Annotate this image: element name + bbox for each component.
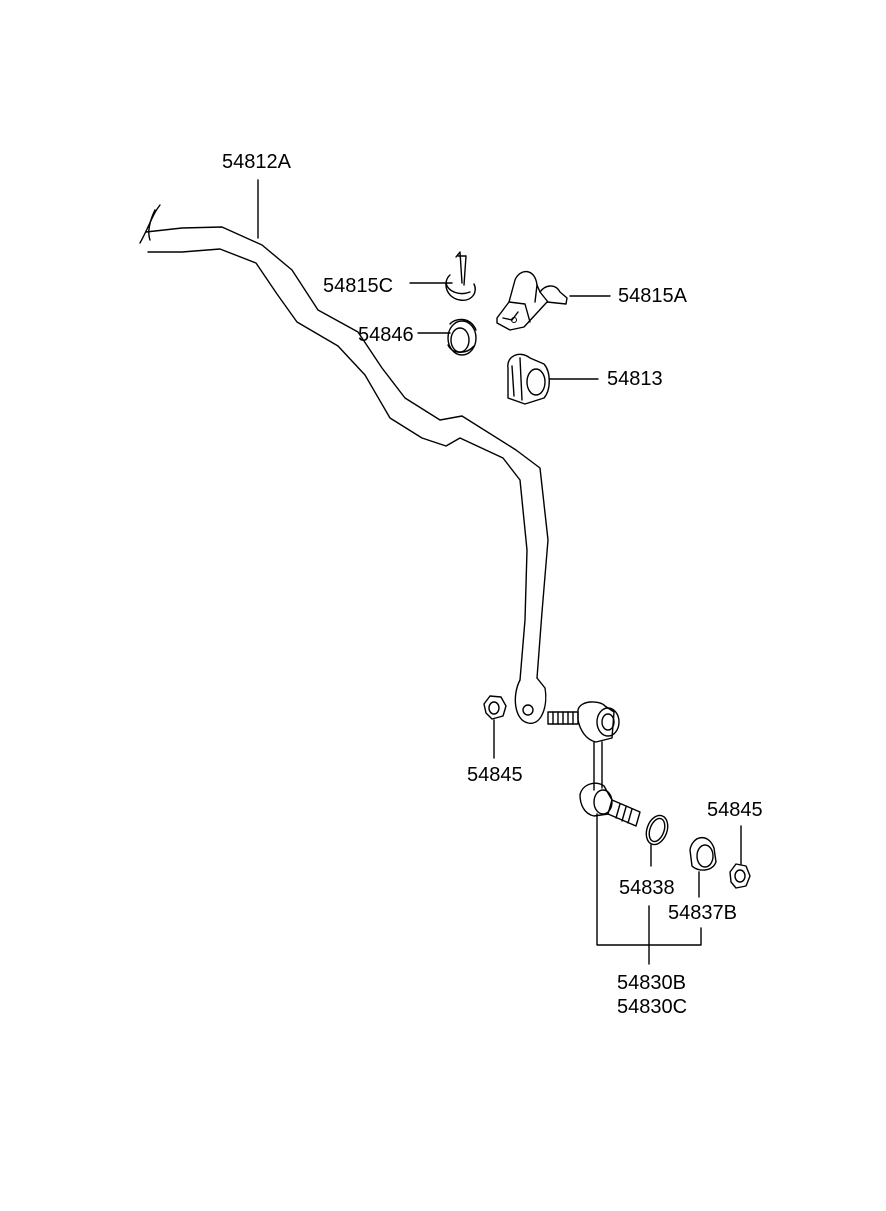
bushing[interactable] xyxy=(507,353,550,405)
label-link-b: 54830B xyxy=(617,972,686,994)
dust-cap[interactable] xyxy=(689,837,717,871)
label-bushing-ring: 54846 xyxy=(358,324,414,346)
leader-lines xyxy=(257,179,742,965)
label-nut-right: 54845 xyxy=(707,799,763,821)
nut-right[interactable] xyxy=(729,863,751,889)
ring[interactable] xyxy=(642,812,671,847)
label-ring: 54838 xyxy=(619,877,675,899)
label-bushing: 54813 xyxy=(607,368,663,390)
stabilizer-bar[interactable] xyxy=(139,204,549,724)
label-bracket: 54815A xyxy=(618,285,688,307)
label-nut-left: 54845 xyxy=(467,764,523,786)
label-link-c: 54830C xyxy=(617,996,687,1018)
bushing-ring[interactable] xyxy=(447,318,477,356)
bushing-clamp-c[interactable] xyxy=(445,251,476,301)
label-dust-cap: 54837B xyxy=(668,902,737,924)
nut-left[interactable] xyxy=(483,695,507,720)
label-stabilizer-bar: 54812A xyxy=(222,151,292,173)
stabilizer-link[interactable] xyxy=(547,701,641,827)
label-bushing-clamp-c: 54815C xyxy=(323,275,393,297)
bracket[interactable] xyxy=(496,270,568,331)
